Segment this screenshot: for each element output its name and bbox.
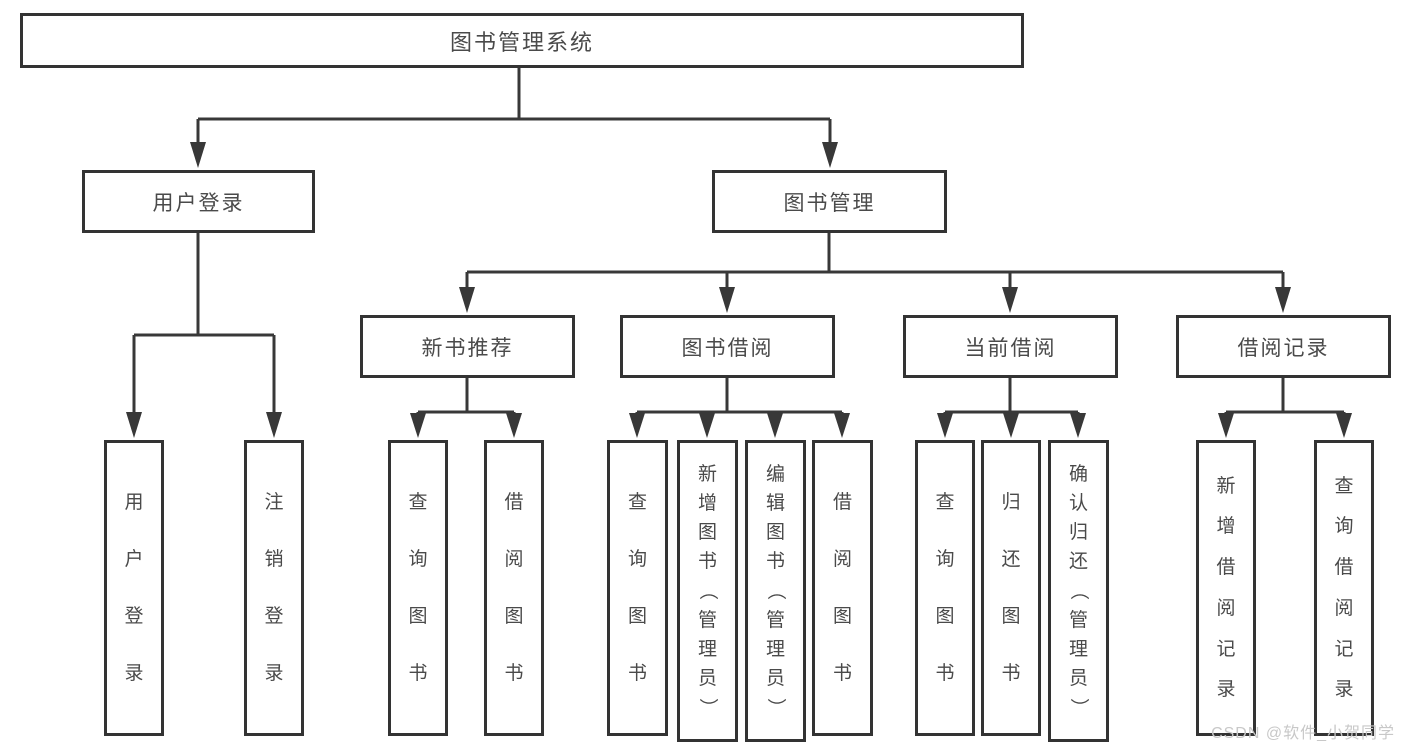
leaf-user-login: 用户登录 (104, 440, 164, 736)
node-label: 图书借阅 (681, 336, 774, 360)
leaf-borrow-add-books-admin: 新增图书（管理员） (677, 440, 738, 742)
leaf-current-query-books: 查询图书 (915, 440, 975, 736)
leaf-borrow-borrow-books: 借阅图书 (812, 440, 873, 736)
node-label: 图书管理 (783, 191, 876, 215)
leaf-borrow-query-books: 查询图书 (607, 440, 668, 736)
leaf-current-confirm-return-admin: 确认归还（管理员） (1048, 440, 1109, 742)
node-new-book-recommend: 新书推荐 (360, 315, 575, 378)
leaf-record-add-borrow-record: 新增借阅记录 (1196, 440, 1256, 736)
node-book-management: 图书管理 (712, 170, 947, 233)
leaf-newbook-query-books: 查询图书 (388, 440, 448, 736)
node-label: 用户登录 (152, 191, 245, 215)
leaf-newbook-borrow-books: 借阅图书 (484, 440, 544, 736)
node-label: 新书推荐 (421, 336, 514, 360)
node-root: 图书管理系统 (20, 13, 1024, 68)
node-label: 图书管理系统 (449, 29, 594, 55)
node-label: 借阅记录 (1237, 336, 1330, 360)
node-borrow-record: 借阅记录 (1176, 315, 1391, 378)
node-book-borrow: 图书借阅 (620, 315, 835, 378)
leaf-borrow-edit-books-admin: 编辑图书（管理员） (745, 440, 806, 742)
node-label: 当前借阅 (964, 336, 1057, 360)
csdn-watermark: CSDN @软件_小贺同学 (1211, 725, 1395, 742)
node-current-borrow: 当前借阅 (903, 315, 1118, 378)
leaf-current-return-books: 归还图书 (981, 440, 1041, 736)
leaf-logout: 注销登录 (244, 440, 304, 736)
leaf-record-query-borrow-record: 查询借阅记录 (1314, 440, 1374, 736)
node-user-login: 用户登录 (82, 170, 315, 233)
